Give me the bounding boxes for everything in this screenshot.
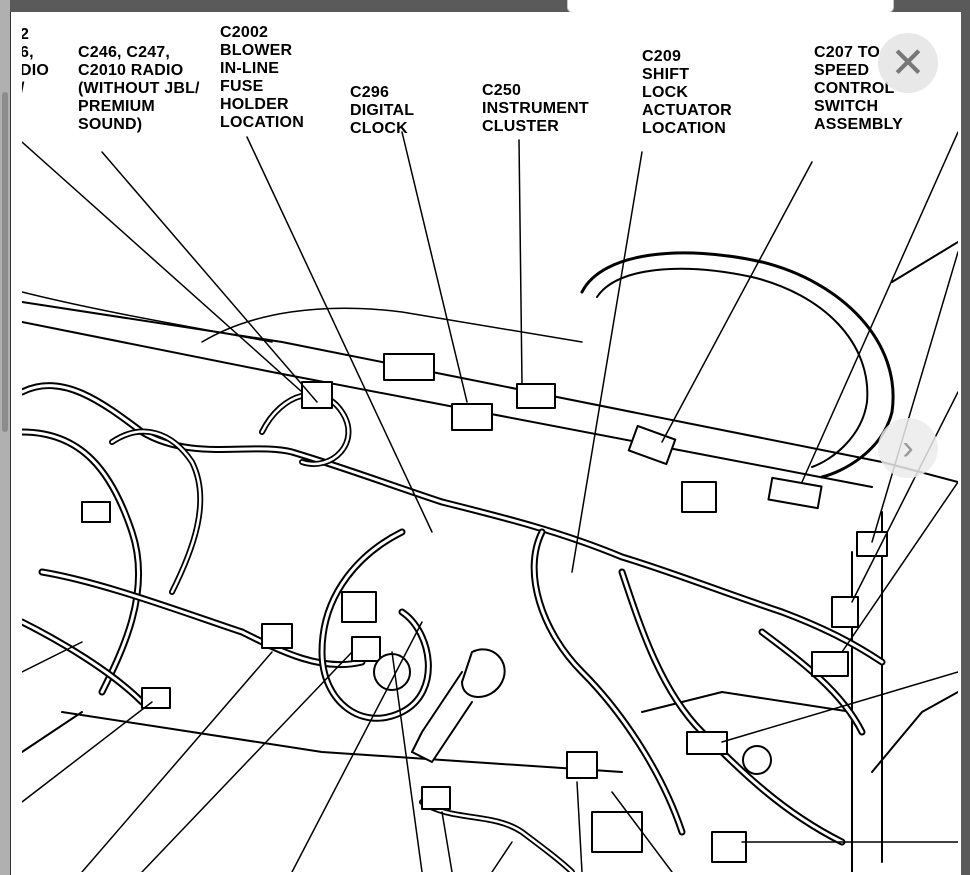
- close-button[interactable]: ✕: [878, 33, 938, 93]
- callout-digital-clock: C296 DIGITAL CLOCK: [350, 84, 415, 137]
- callout-instrument-cluster: C250 INSTRUMENT CLUSTER: [482, 82, 589, 135]
- chevron-right-icon: ›: [902, 429, 914, 467]
- next-image-button[interactable]: ›: [878, 418, 938, 478]
- callout-radio-connectors: C246, C247, C2010 RADIO (WITHOUT JBL/ PR…: [78, 44, 200, 133]
- scrollbar[interactable]: [0, 0, 10, 875]
- scrollbar-thumb[interactable]: [2, 92, 8, 432]
- callout-speed-control-switch: C207 TO SPEED CONTROL SWITCH ASSEMBLY: [814, 44, 904, 133]
- wiring-diagram-image: 2 6, DIO / C246, C247, C2010 RADIO (WITH…: [22, 12, 958, 872]
- callout-blower-fuse-holder: C2002 BLOWER IN-LINE FUSE HOLDER LOCATIO…: [220, 24, 304, 131]
- close-icon: ✕: [890, 39, 926, 86]
- wiring-diagram-drawing: [22, 131, 958, 872]
- callout-shift-lock-actuator: C209 SHIFT LOCK ACTUATOR LOCATION: [642, 48, 732, 137]
- callout-cut-top-left: 2 6, DIO /: [22, 26, 50, 97]
